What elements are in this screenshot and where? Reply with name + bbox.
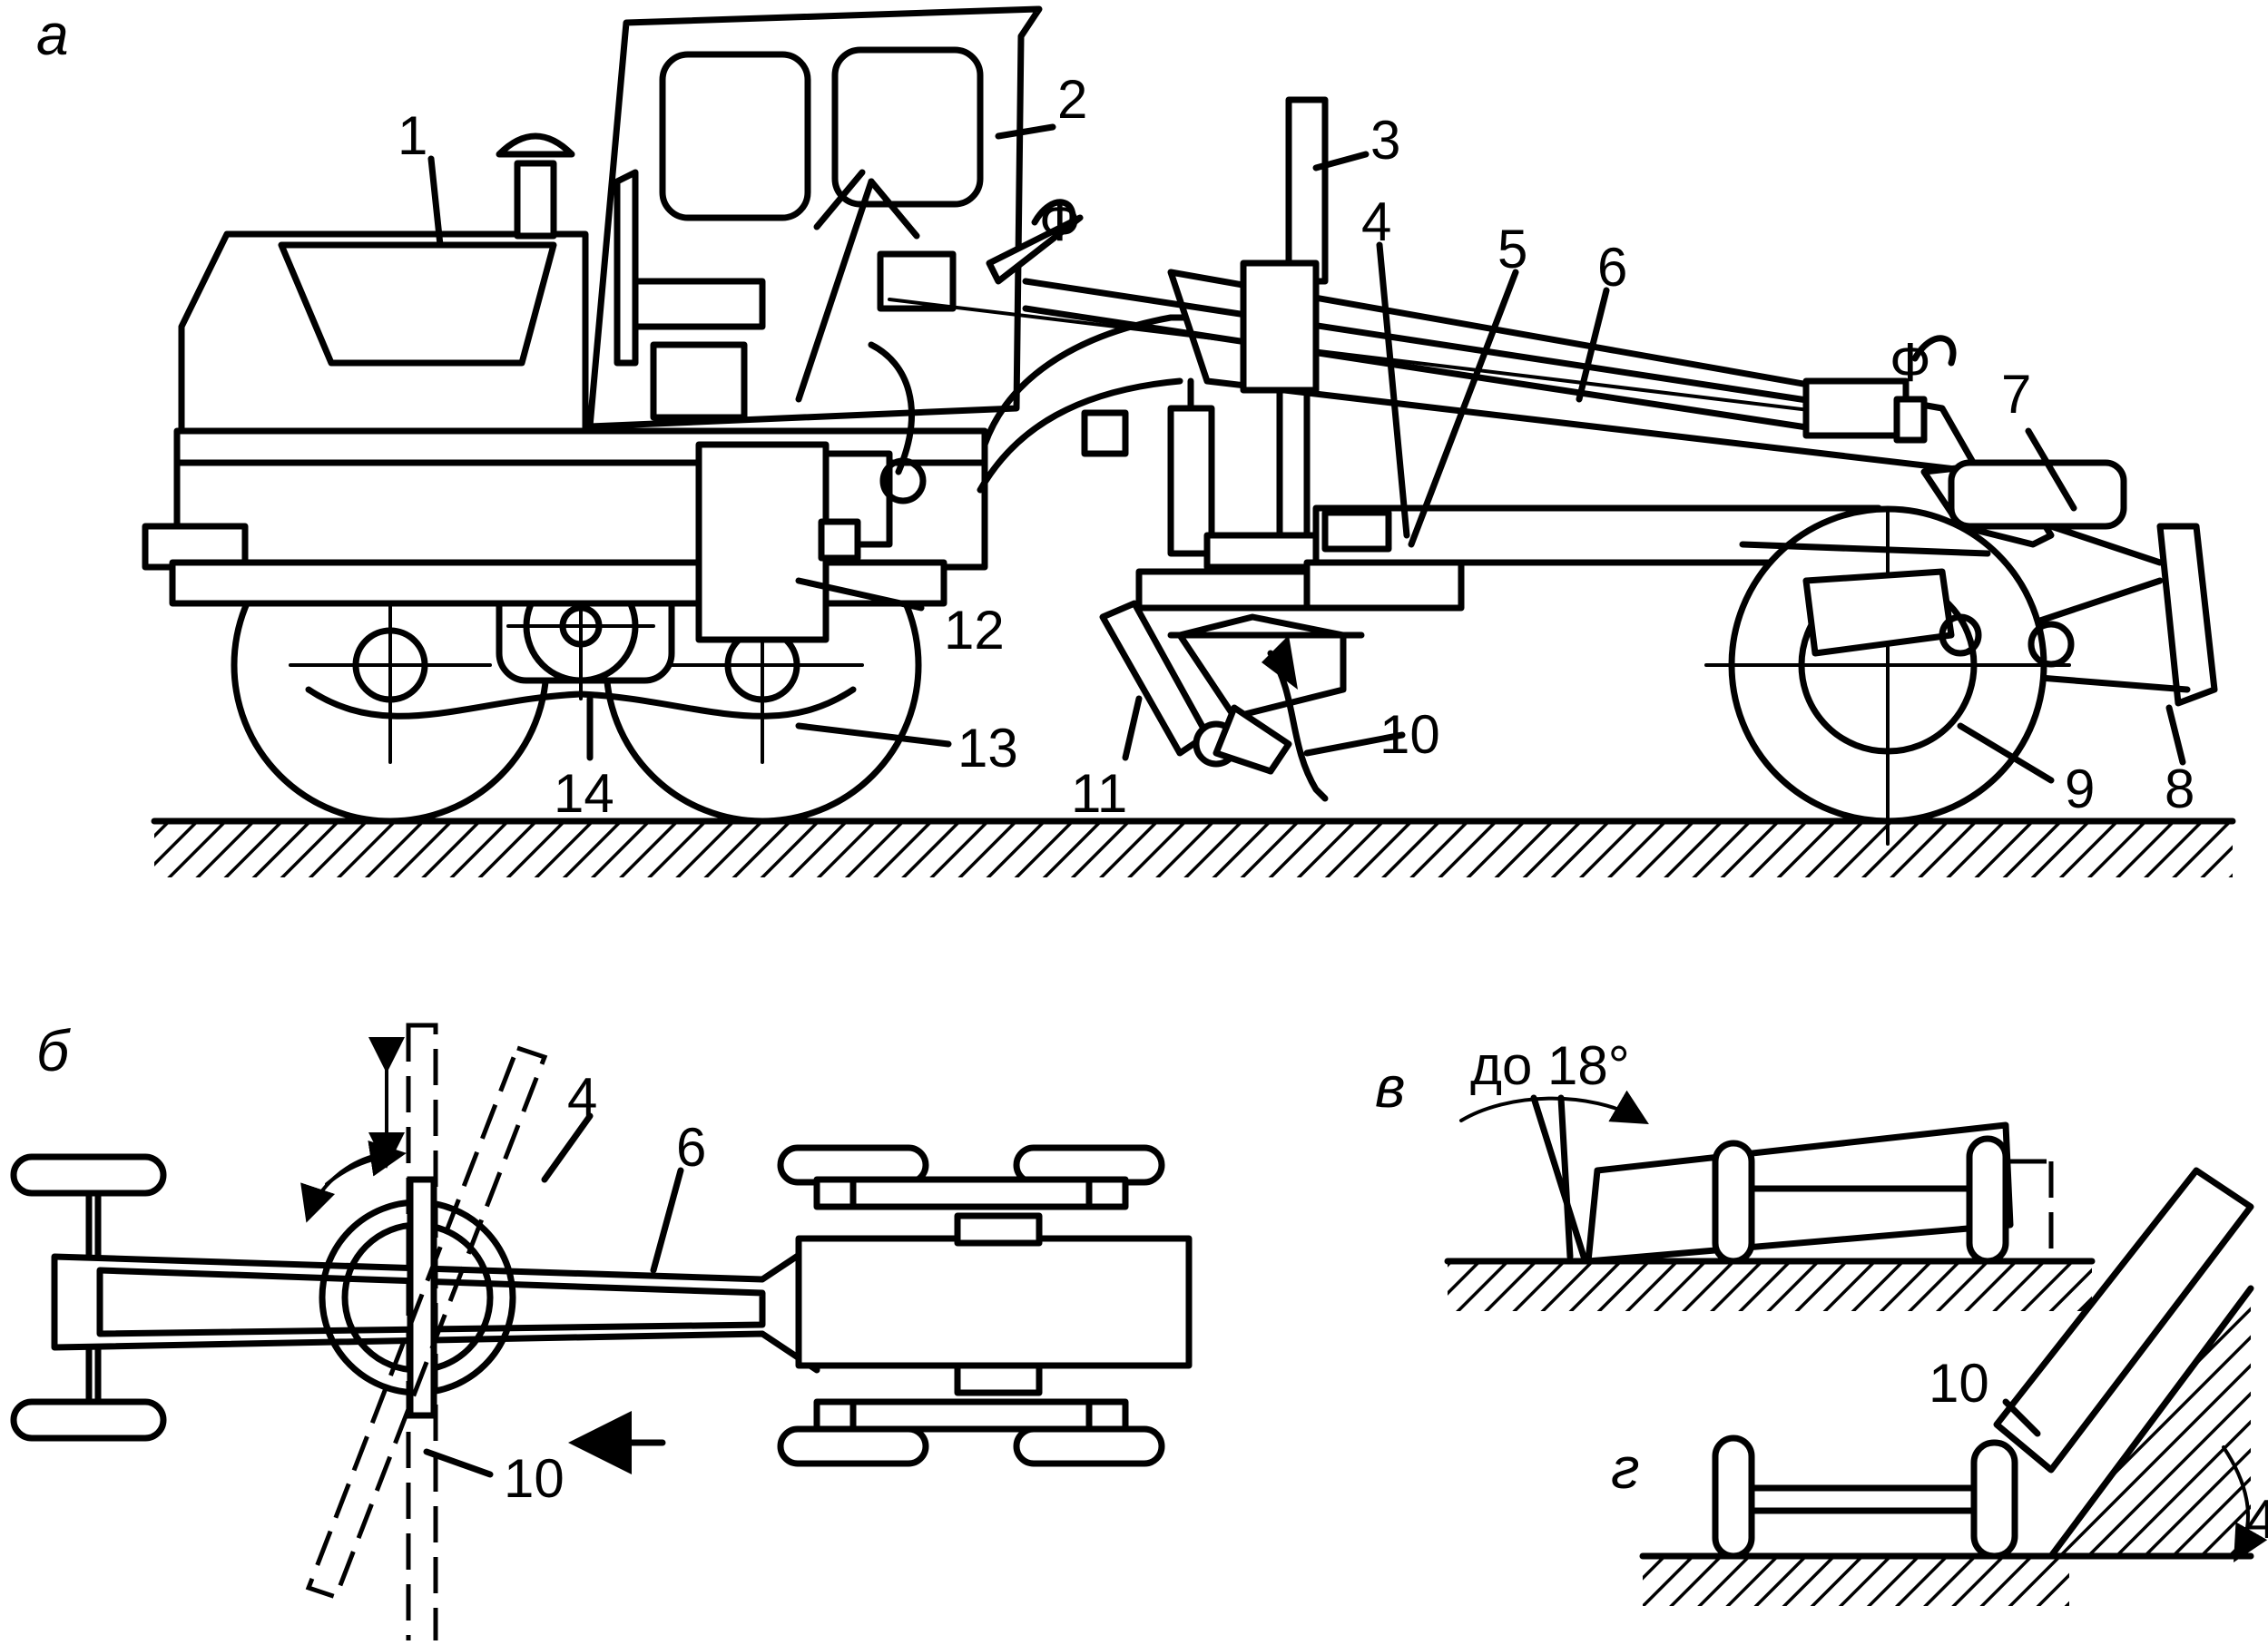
part-7-label: 7 [2001, 364, 2031, 425]
handle-glyph-2: Ф [1890, 332, 1931, 393]
panel-label-b: б [36, 1018, 71, 1083]
part-10-label: 10 [1379, 704, 1440, 765]
part-12-label: 12 [944, 600, 1005, 661]
part-9-label: 9 [2065, 759, 2095, 819]
part-4-label: 4 [1361, 191, 1391, 252]
panel-g-slope-view: г 10 4 [1611, 1167, 2268, 1606]
part-5-label: 5 [1497, 219, 1527, 279]
panel-label-a: а [36, 2, 69, 67]
part-1-label: 1 [398, 105, 427, 166]
plan-tractor-body [795, 1235, 1193, 1369]
part-13-label: 13 [957, 718, 1018, 778]
panel-b-plan-view: б [10, 1018, 1193, 1645]
plan-label-10: 10 [504, 1448, 565, 1509]
panel-a-side-view: Ф Ф а 1 2 3 4 5 6 7 8 9 10 11 12 13 14 [36, 2, 2236, 877]
draw-bar [888, 269, 1982, 475]
blade-and-ripper [1099, 600, 1365, 802]
panel-v-tilt-view: в до 18° [1375, 1035, 2096, 1311]
frame-arch [981, 314, 1220, 448]
tilt-angle-label: до 18° [1470, 1035, 1630, 1096]
part-8-label: 8 [2165, 759, 2194, 819]
panel-label-v: в [1375, 1054, 1405, 1120]
part-11-label: 11 [1071, 763, 1127, 824]
handle-glyph-1: Ф [1039, 191, 1081, 252]
blade-cylinder [1167, 377, 1329, 571]
ground-hatch [154, 821, 2233, 877]
leader-lines [427, 123, 2186, 784]
plan-label-4: 4 [567, 1067, 597, 1128]
transmission-box [695, 341, 927, 643]
slope-blade [1993, 1167, 2254, 1474]
panel-label-g: г [1611, 1435, 1640, 1501]
part-14-label: 14 [554, 763, 614, 824]
front-wheel [1704, 505, 2075, 846]
plan-label-6: 6 [676, 1117, 706, 1178]
part-6-label: 6 [1597, 237, 1627, 298]
lift-column [986, 96, 1957, 557]
slope-label-10: 10 [1929, 1353, 1989, 1414]
engine-hood [178, 132, 589, 512]
slope-angle-label: 4 [2246, 1489, 2268, 1550]
cab [586, 5, 1043, 430]
part-3-label: 3 [1370, 110, 1400, 171]
part-2-label: 2 [1057, 69, 1087, 130]
